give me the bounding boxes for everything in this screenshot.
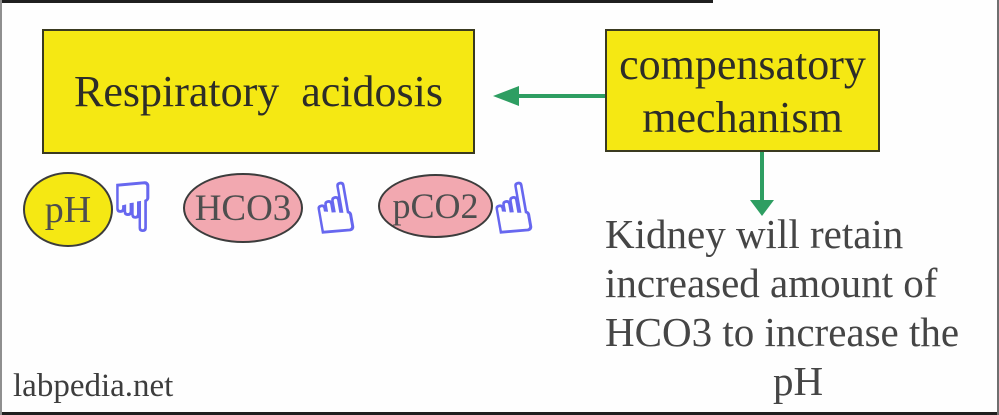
ph-label: pH	[44, 188, 92, 231]
compensatory-mechanism-box: compensatory mechanism	[605, 29, 880, 152]
ph-ellipse: pH	[23, 172, 113, 247]
compensation-note: Kidney will retain increased amount of H…	[605, 210, 991, 406]
hand-up-icon: ☝	[307, 167, 363, 254]
arrow-compensatory-to-respiratory	[493, 86, 605, 106]
arrow-compensatory-to-note	[750, 152, 774, 216]
respiratory-acidosis-box: Respiratory acidosis	[42, 29, 475, 154]
frame-left-line	[0, 0, 2, 415]
compensatory-label-line1: compensatory	[619, 39, 866, 89]
arrow-shaft	[760, 152, 764, 202]
note-line-2: increased amount of	[605, 260, 938, 306]
note-line-1: Kidney will retain	[605, 211, 904, 257]
watermark: labpedia.net	[13, 368, 174, 404]
frame-top-line	[0, 0, 713, 3]
note-line-3: HCO3 to increase the	[605, 309, 960, 355]
pco2-label: pCO2	[392, 186, 479, 226]
hand-up-icon: ☝	[485, 167, 541, 254]
frame-bottom-line	[0, 412, 999, 415]
hco3-ellipse: HCO3	[183, 173, 303, 243]
note-line-4: pH	[772, 358, 824, 404]
arrow-down-head-icon	[750, 200, 774, 216]
respiratory-acidosis-label: Respiratory acidosis	[73, 67, 444, 116]
hco3-label: HCO3	[194, 187, 292, 229]
hand-down-icon: ☟	[111, 169, 154, 248]
arrow-shaft	[513, 94, 605, 98]
pco2-ellipse: pCO2	[378, 174, 493, 238]
arrow-left-head-icon	[493, 86, 519, 106]
frame-right-line	[997, 0, 999, 415]
compensatory-label-line2: mechanism	[642, 92, 843, 142]
